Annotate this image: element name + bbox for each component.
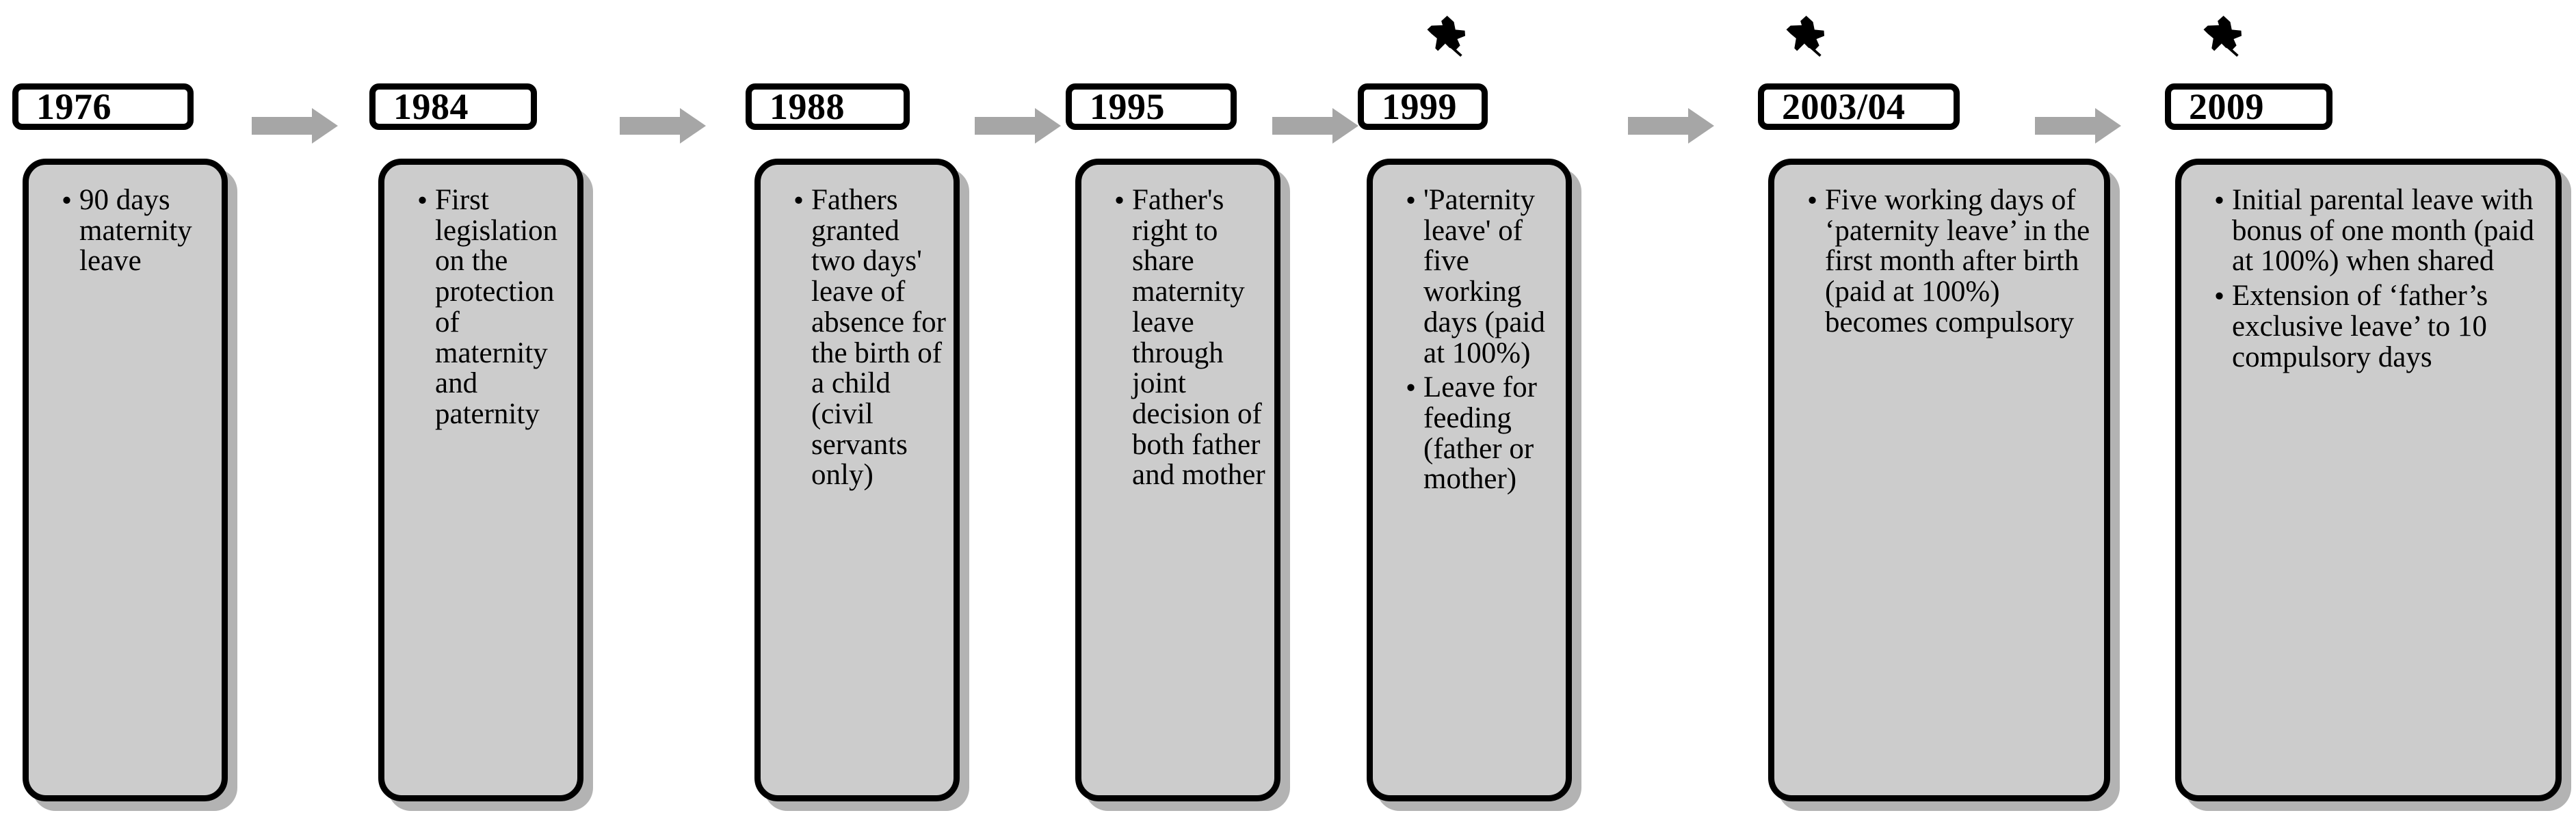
year-tab-1988[interactable]: 1988 (746, 83, 910, 130)
year-label: 2009 (2189, 86, 2264, 127)
list-item: •'Paternity leave' of five working days … (1406, 185, 1559, 369)
year-tab-1999[interactable]: 1999 (1358, 83, 1488, 130)
bullet-text: Father's right to share maternity leave … (1132, 184, 1265, 492)
bullet-text: Initial parental leave with bonus of one… (2232, 184, 2534, 278)
milestone-body-1976: •90 days maternity leave (23, 159, 228, 801)
arrow-right-icon (620, 108, 706, 144)
year-tab-1976[interactable]: 1976 (12, 83, 194, 130)
milestone-body-2009: •Initial parental leave with bonus of on… (2175, 159, 2562, 801)
milestone-body-1984: •First legislation on the protection of … (378, 159, 583, 801)
year-tab-1995[interactable]: 1995 (1066, 83, 1237, 130)
pushpin-icon (2192, 10, 2252, 70)
bullet-text: 90 days maternity leave (79, 184, 192, 278)
year-tab-2003-04[interactable]: 2003/04 (1758, 83, 1960, 130)
arrow-right-icon (252, 108, 338, 144)
bullet-dot-icon: • (2214, 184, 2225, 217)
bullet-text: First legislation on the protection of m… (435, 184, 558, 431)
bullet-text: Fathers granted two days' leave of absen… (811, 184, 946, 492)
list-item: •Father's right to share maternity leave… (1114, 185, 1267, 491)
bullet-dot-icon: • (1807, 184, 1818, 217)
bullet-list: •Five working days of ‘paternity leave’ … (1774, 165, 2104, 338)
arrow-right-icon (1628, 108, 1714, 144)
bullet-dot-icon: • (1406, 372, 1417, 405)
milestone-body-1995: •Father's right to share maternity leave… (1075, 159, 1280, 801)
bullet-list: •First legislation on the protection of … (384, 165, 577, 430)
year-tab-2009[interactable]: 2009 (2165, 83, 2332, 130)
bullet-dot-icon: • (417, 184, 428, 217)
list-item: •Five working days of ‘paternity leave’ … (1807, 185, 2097, 338)
pushpin-icon (1775, 10, 1835, 70)
bullet-list: •90 days maternity leave (29, 165, 222, 277)
list-item: •First legislation on the protection of … (417, 185, 570, 430)
list-item: •90 days maternity leave (62, 185, 215, 277)
bullet-text: Extension of ‘father’s exclusive leave’ … (2232, 280, 2488, 373)
list-item: •Fathers granted two days' leave of abse… (793, 185, 947, 491)
arrow-right-icon (975, 108, 1061, 144)
bullet-text: Leave for feeding (father or mother) (1423, 371, 1537, 496)
year-tab-1984[interactable]: 1984 (369, 83, 537, 130)
milestone-body-1999: •'Paternity leave' of five working days … (1367, 159, 1572, 801)
bullet-list: •Fathers granted two days' leave of abse… (761, 165, 954, 491)
year-label: 1984 (393, 86, 469, 127)
bullet-dot-icon: • (1114, 184, 1125, 217)
year-label: 1976 (36, 86, 111, 127)
list-item: •Extension of ‘father’s exclusive leave’… (2214, 280, 2549, 373)
arrow-right-icon (2035, 108, 2121, 144)
year-label: 1999 (1382, 86, 1457, 127)
bullet-dot-icon: • (793, 184, 804, 217)
arrow-right-icon (1272, 108, 1358, 144)
milestone-body-1988: •Fathers granted two days' leave of abse… (754, 159, 960, 801)
list-item: •Initial parental leave with bonus of on… (2214, 185, 2549, 277)
year-label: 1995 (1090, 86, 1165, 127)
bullet-list: •'Paternity leave' of five working days … (1373, 165, 1566, 495)
bullet-dot-icon: • (62, 184, 73, 217)
milestone-body-2003-04: •Five working days of ‘paternity leave’ … (1768, 159, 2110, 801)
year-label: 2003/04 (1782, 86, 1906, 127)
bullet-list: •Father's right to share maternity leave… (1081, 165, 1274, 491)
bullet-dot-icon: • (2214, 280, 2225, 313)
bullet-dot-icon: • (1406, 184, 1417, 217)
year-label: 1988 (770, 86, 845, 127)
bullet-text: 'Paternity leave' of five working days (… (1423, 184, 1545, 369)
bullet-list: •Initial parental leave with bonus of on… (2181, 165, 2555, 373)
pushpin-icon (1416, 10, 1476, 70)
list-item: •Leave for feeding (father or mother) (1406, 371, 1559, 496)
bullet-text: Five working days of ‘paternity leave’ i… (1825, 184, 2090, 338)
